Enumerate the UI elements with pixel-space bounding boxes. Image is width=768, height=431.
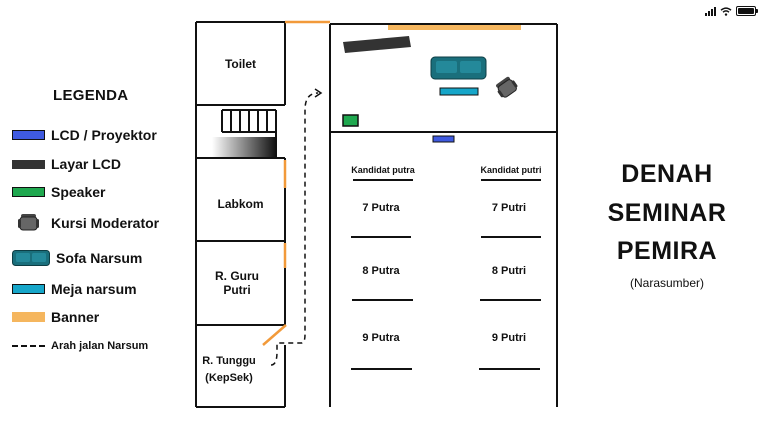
narsum-table: [439, 87, 479, 96]
room-label-guru-putri: R. Guru Putri: [215, 269, 259, 297]
legend-item-speaker: Speaker: [12, 184, 105, 200]
page-title-line3: PEMIRA: [616, 237, 718, 265]
seminar-hall: [329, 23, 558, 407]
legend-item-banner: Banner: [12, 309, 99, 325]
seat-line: [353, 179, 413, 181]
seat-label: 7 Putra: [362, 202, 400, 214]
seat-label: 9 Putra: [362, 332, 400, 344]
speaker: [342, 114, 359, 127]
wifi-icon: [720, 6, 732, 16]
seat-line: [351, 236, 411, 238]
seat-label: 9 Putri: [491, 332, 527, 344]
staircase-icon: [212, 109, 277, 157]
table-icon: [12, 284, 45, 294]
seat-line: [351, 368, 412, 370]
page-subtitle: (Narasumber): [629, 276, 704, 290]
legend-label: Meja narsum: [51, 281, 137, 297]
sofa: [430, 56, 487, 80]
moderator-chair-icon: [18, 214, 39, 231]
column-head-putra: Kandidat putra: [351, 165, 415, 175]
seat-label: 7 Putri: [491, 202, 527, 214]
seat-line: [480, 299, 541, 301]
seat-line: [481, 236, 541, 238]
legend-item-sofa: Sofa Narsum: [12, 250, 142, 266]
lcd-projector: [432, 135, 455, 143]
legend-item-dashed-path: Arah jalan Narsum: [12, 340, 148, 352]
seat-line: [481, 179, 541, 181]
room-label-tunggu: R. Tunggu: [202, 355, 256, 367]
lcd-projector-icon: [12, 130, 45, 140]
legend-title: LEGENDA: [53, 87, 129, 104]
moderator-chair: [496, 76, 518, 98]
legend-item-lcd-screen: Layar LCD: [12, 156, 121, 172]
sofa-icon: [12, 250, 50, 266]
lcd-screen-icon: [12, 159, 45, 169]
path-arrowhead: [314, 88, 323, 98]
legend-label: Sofa Narsum: [56, 250, 143, 266]
dashed-path-icon: [12, 345, 45, 347]
seat-label: 8 Putra: [362, 265, 400, 277]
banner-icon: [12, 312, 45, 322]
lcd-screen: [343, 36, 411, 53]
room-label-kepsek: (KepSek): [205, 372, 253, 384]
legend-label: Layar LCD: [51, 156, 122, 172]
status-bar: [705, 6, 758, 16]
seat-line: [352, 299, 413, 301]
room-label-toilet: Toilet: [224, 57, 257, 71]
page-title-line2: SEMINAR: [607, 199, 727, 227]
banner: [388, 25, 521, 30]
doors: [262, 20, 330, 346]
column-head-putri: Kandidat putri: [480, 165, 542, 175]
speaker-icon: [12, 187, 45, 197]
seat-label: 8 Putri: [491, 265, 527, 277]
legend-label: Arah jalan Narsum: [51, 340, 149, 352]
room-label-labkom: Labkom: [217, 197, 264, 211]
legend-label: Kursi Moderator: [51, 215, 160, 231]
legend-label: Banner: [51, 309, 100, 325]
seat-line: [479, 368, 540, 370]
page-title-line1: DENAH: [621, 160, 713, 188]
legend-item-lcd-projector: LCD / Proyektor: [12, 127, 157, 143]
left-building: [195, 21, 286, 408]
legend-label: Speaker: [51, 184, 106, 200]
legend-item-moderator-chair: Kursi Moderator: [12, 213, 159, 233]
legend-item-table: Meja narsum: [12, 281, 137, 297]
signal-icon: [705, 6, 716, 16]
legend-label: LCD / Proyektor: [51, 127, 157, 143]
battery-icon: [736, 6, 758, 16]
